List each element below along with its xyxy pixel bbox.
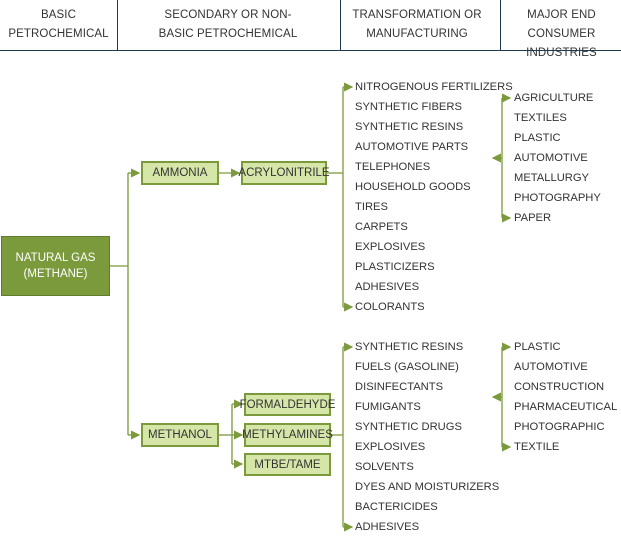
list-item: TIRES	[355, 201, 388, 213]
list-item: CARPETS	[355, 221, 408, 233]
list-item: TEXTILE	[514, 441, 560, 453]
list-item: PLASTICIZERS	[355, 261, 435, 273]
list-item: PHOTOGRAPHY	[514, 192, 601, 204]
ammonia-box: AMMONIA	[141, 161, 219, 185]
list-item: NITROGENOUS FERTILIZERS	[355, 81, 513, 93]
list-item: EXPLOSIVES	[355, 241, 426, 253]
header-secondary: SECONDARY OR NON-BASIC PETROCHEMICAL	[158, 9, 298, 40]
header-divider	[340, 0, 341, 50]
acrylonitrile-box: ACRYLONITRILE	[238, 161, 330, 185]
methylamines-box: METHYLAMINES	[242, 423, 333, 447]
list-item: METALLURGY	[514, 172, 590, 184]
ammonia-label: AMMONIA	[152, 167, 208, 179]
methanol-label: METHANOL	[148, 429, 212, 441]
list-item: FUELS (GASOLINE)	[355, 361, 459, 373]
header-transformation: TRANSFORMATION OR MANUFACTURING	[352, 9, 482, 40]
ammonia-industry-list: AGRICULTURE TEXTILES PLASTIC AUTOMOTIVE …	[514, 88, 601, 228]
list-item: CONSTRUCTION	[514, 381, 605, 393]
list-item: FUMIGANTS	[355, 401, 421, 413]
mtbe-tame-label: MTBE/TAME	[254, 458, 321, 471]
header-basic: BASIC PETROCHEMICAL	[8, 9, 109, 40]
formaldehyde-box: FORMALDEHYDE	[240, 393, 335, 416]
list-item: SYNTHETIC RESINS	[355, 121, 464, 133]
list-item: SYNTHETIC DRUGS	[355, 421, 462, 433]
list-item: COLORANTS	[355, 301, 425, 313]
list-item: AUTOMOTIVE	[514, 361, 588, 373]
header-rule	[0, 50, 621, 51]
list-item: PHOTOGRAPHIC	[514, 421, 605, 433]
list-item: AGRICULTURE	[514, 92, 594, 104]
list-item: SYNTHETIC FIBERS	[355, 101, 462, 113]
list-item: ADHESIVES	[355, 521, 420, 533]
list-item: SOLVENTS	[355, 461, 414, 473]
list-item: TELEPHONES	[355, 161, 431, 173]
list-item: ADHESIVES	[355, 281, 420, 293]
list-item: BACTERICIDES	[355, 501, 438, 513]
header-divider	[500, 0, 501, 50]
list-item: AUTOMOTIVE	[514, 152, 588, 164]
methane-label: (METHANE)	[23, 268, 88, 280]
acrylonitrile-label: ACRYLONITRILE	[238, 167, 330, 179]
list-item: SYNTHETIC RESINS	[355, 341, 464, 353]
formaldehyde-label: FORMALDEHYDE	[239, 398, 336, 411]
list-item: PHARMACEUTICAL	[514, 401, 618, 413]
methanol-box: METHANOL	[141, 423, 219, 447]
natural-gas-label: NATURAL GAS	[15, 252, 96, 264]
ammonia-product-list: NITROGENOUS FERTILIZERS SYNTHETIC FIBERS…	[355, 77, 513, 317]
list-item: DYES AND MOISTURIZERS	[355, 481, 500, 493]
mtbe-tame-box: MTBE/TAME	[244, 453, 331, 476]
list-item: AUTOMOTIVE PARTS	[355, 141, 469, 153]
methylamines-label: METHYLAMINES	[242, 429, 333, 441]
natural-gas-box: NATURAL GAS (METHANE)	[1, 236, 110, 296]
list-item: TEXTILES	[514, 112, 567, 124]
header-divider	[117, 0, 118, 50]
list-item: PAPER	[514, 212, 552, 224]
methanol-product-list: SYNTHETIC RESINS FUELS (GASOLINE) DISINF…	[355, 337, 499, 537]
list-item: DISINFECTANTS	[355, 381, 444, 393]
list-item: EXPLOSIVES	[355, 441, 426, 453]
methanol-industry-list: PLASTIC AUTOMOTIVE CONSTRUCTION PHARMACE…	[514, 337, 617, 457]
list-item: PLASTIC	[514, 341, 561, 353]
list-item: PLASTIC	[514, 132, 561, 144]
list-item: HOUSEHOLD GOODS	[355, 181, 471, 193]
